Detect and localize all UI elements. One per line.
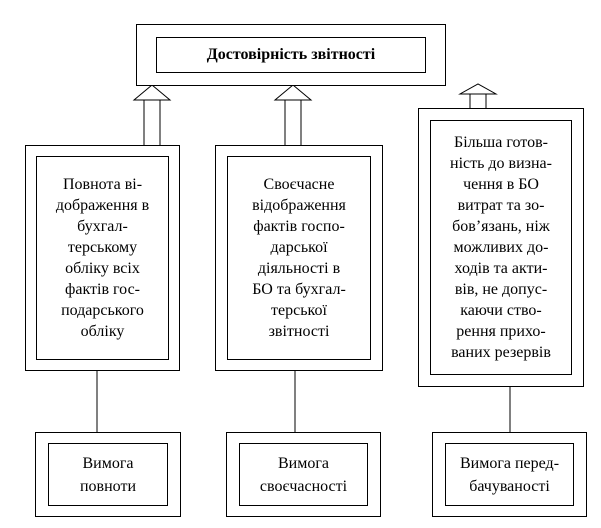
requirement-text-3: Вимога перед- бачуваності bbox=[459, 454, 560, 495]
requirement-text-1: Вимога повноти bbox=[79, 454, 137, 495]
description-box-3: Більша готов- ність до визна- чення в БО… bbox=[418, 108, 584, 387]
requirement-box-1: Вимога повноти bbox=[35, 432, 181, 517]
description-box-2-inner: Своєчасне відображення фактів госпо- дар… bbox=[227, 156, 371, 360]
arrow-up-3 bbox=[458, 83, 498, 109]
requirement-text-2: Вимога своєчасності bbox=[259, 454, 348, 495]
diagram-title: Достовірність звітності bbox=[206, 46, 376, 63]
description-text-2: Своєчасне відображення фактів госпо- дар… bbox=[252, 176, 346, 340]
requirement-box-1-inner: Вимога повноти bbox=[48, 443, 168, 506]
requirement-box-3: Вимога перед- бачуваності bbox=[432, 432, 587, 517]
requirement-box-2: Вимога своєчасності bbox=[226, 432, 381, 517]
description-text-3: Більша готов- ність до визна- чення в БО… bbox=[450, 134, 552, 361]
title-box-outer: Достовірність звітності bbox=[136, 24, 446, 86]
description-box-3-inner: Більша готов- ність до визна- чення в БО… bbox=[430, 120, 572, 375]
title-box-inner: Достовірність звітності bbox=[156, 37, 426, 73]
description-box-1: Повнота ві- дображення в бухгал- терсько… bbox=[25, 145, 180, 371]
arrow-up-1 bbox=[132, 84, 172, 145]
requirement-box-2-inner: Вимога своєчасності bbox=[239, 443, 368, 506]
requirement-box-3-inner: Вимога перед- бачуваності bbox=[445, 443, 574, 506]
arrow-up-2 bbox=[273, 84, 313, 145]
description-box-2: Своєчасне відображення фактів госпо- дар… bbox=[215, 145, 383, 371]
description-text-1: Повнота ві- дображення в бухгал- терсько… bbox=[55, 176, 150, 340]
description-box-1-inner: Повнота ві- дображення в бухгал- терсько… bbox=[36, 156, 169, 360]
